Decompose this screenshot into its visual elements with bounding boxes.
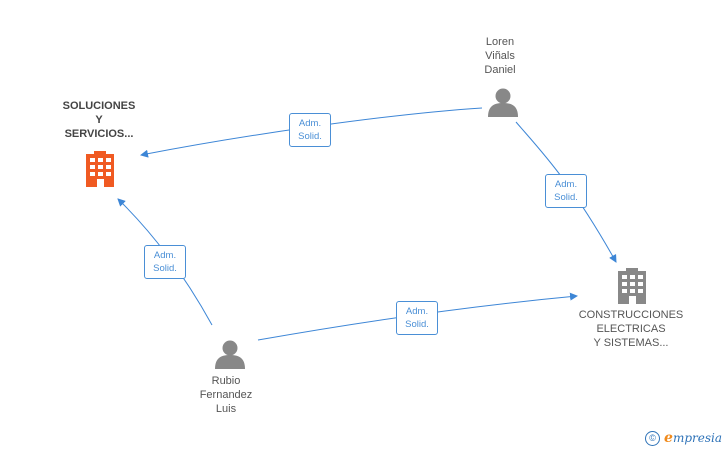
label-line: Luis [215, 403, 237, 415]
building-icon[interactable] [618, 268, 646, 304]
person-icon[interactable] [215, 340, 245, 370]
company-label-construcciones[interactable]: CONSTRUCCIONES ELECTRICAS Y SISTEMAS... [566, 308, 696, 350]
edge-label-loren-soluciones[interactable]: Adm. Solid. [289, 113, 331, 147]
person-label-rubio[interactable]: Rubio Fernandez Luis [186, 374, 266, 416]
label-line: Rubio [211, 375, 241, 387]
label-line: Y SISTEMAS... [593, 337, 669, 349]
edge-label-line: Solid. [298, 131, 322, 142]
label-line: Daniel [484, 64, 516, 76]
brand-name: mpresia [672, 430, 722, 445]
edge-label-rubio-soluciones[interactable]: Adm. Solid. [144, 245, 186, 279]
empresia-watermark: ©empresia [645, 430, 722, 446]
edge-label-line: Solid. [554, 192, 578, 203]
edge-label-rubio-construcciones[interactable]: Adm. Solid. [396, 301, 438, 335]
label-line: Y [95, 114, 103, 126]
building-icon[interactable] [86, 151, 114, 187]
brand-logo: empresia [664, 429, 722, 446]
label-line: CONSTRUCCIONES [578, 309, 684, 321]
label-line: SERVICIOS... [64, 128, 134, 140]
label-line: ELECTRICAS [596, 323, 666, 335]
label-line: Fernandez [199, 389, 253, 401]
edge-label-line: Solid. [153, 263, 177, 274]
brand-initial: e [664, 429, 673, 446]
edge-label-loren-construcciones[interactable]: Adm. Solid. [545, 174, 587, 208]
copyright-icon: © [645, 431, 661, 446]
person-icon[interactable] [488, 88, 518, 118]
edge-label-line: Adm. [405, 306, 429, 317]
edge-loren-to-construcciones [515, 121, 617, 263]
label-line: Viñals [485, 50, 515, 62]
person-label-loren[interactable]: Loren Viñals Daniel [460, 35, 540, 77]
edge-label-line: Adm. [554, 179, 578, 190]
label-line: SOLUCIONES [62, 100, 136, 112]
label-line: Loren [485, 36, 515, 48]
company-label-soluciones[interactable]: SOLUCIONES Y SERVICIOS... [40, 99, 158, 141]
edge-label-line: Solid. [405, 319, 429, 330]
edge-label-line: Adm. [153, 250, 177, 261]
edge-label-line: Adm. [298, 118, 322, 129]
